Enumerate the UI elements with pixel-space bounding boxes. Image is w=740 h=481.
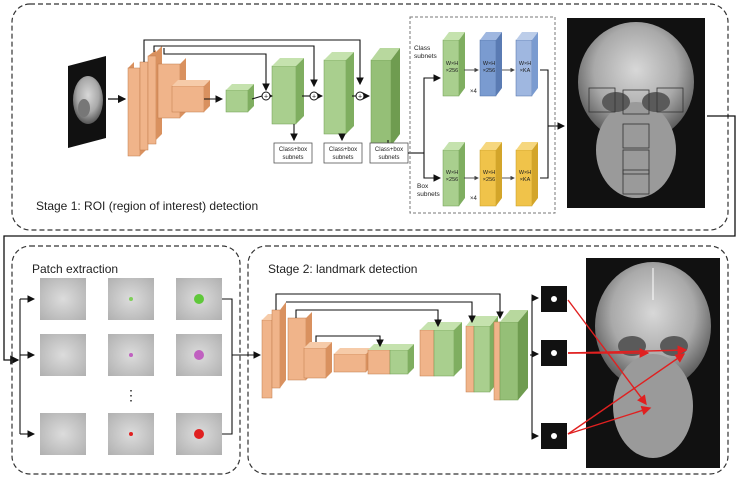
class-subnet-block-2: W×H ×256 — [479, 32, 502, 97]
svg-text:+: + — [312, 94, 316, 101]
svg-text:×256: ×256 — [483, 177, 495, 183]
stage1-frame — [11, 3, 729, 231]
svg-text:W×H: W×H — [446, 61, 458, 67]
patch-extraction-title: Patch extraction — [32, 262, 118, 276]
stage1-skip-connections — [143, 39, 371, 103]
input-xray-image — [68, 56, 106, 148]
heatmap-3 — [541, 423, 567, 449]
class-repeat-label: ×4 — [470, 89, 478, 95]
stage2-title: Stage 2: landmark detection — [268, 262, 417, 276]
svg-text:W×H: W×H — [483, 170, 495, 176]
subnet-detail-panel — [409, 16, 556, 214]
class-subnet-block-3: W×H ×KA — [515, 32, 538, 97]
svg-text:Class+box: Class+box — [375, 147, 403, 153]
patch-extraction-frame — [11, 245, 241, 475]
svg-text:W×H: W×H — [483, 61, 495, 67]
class-subnet-block-1: W×H ×256 — [442, 32, 465, 97]
box-subnet-block-3: W×H ×KA — [515, 142, 538, 207]
stage2-unet — [261, 302, 528, 401]
patch-grid — [40, 278, 222, 455]
svg-text:Class+box: Class+box — [329, 147, 357, 153]
plus-node-2: + — [309, 91, 319, 101]
svg-text:subnets: subnets — [417, 191, 441, 198]
svg-text:×KA: ×KA — [520, 177, 531, 183]
box-subnet-block-2: W×H ×256 — [479, 142, 502, 207]
svg-text:subnets: subnets — [332, 155, 353, 161]
svg-text:×256: ×256 — [446, 177, 458, 183]
box-repeat-label: ×4 — [470, 196, 478, 202]
heatmap-2 — [541, 340, 567, 366]
svg-text:Class+box: Class+box — [279, 147, 307, 153]
stage2-skip-connections — [240, 293, 504, 356]
landmark-output-xray — [586, 258, 720, 468]
class-subnets-label: Class — [414, 45, 431, 52]
landmark-mapping-arrows — [567, 299, 688, 435]
subnet-box-2: Class+box subnets — [323, 142, 363, 164]
svg-text:W×H: W×H — [519, 170, 531, 176]
svg-text:subnets: subnets — [378, 155, 399, 161]
stage1-fpn — [225, 48, 400, 147]
subnet-box-1: Class+box subnets — [273, 142, 313, 164]
svg-text:W×H: W×H — [519, 61, 531, 67]
svg-text:+: + — [264, 94, 268, 101]
stage2-frame — [247, 245, 729, 475]
svg-text:×256: ×256 — [483, 68, 495, 74]
stage1-title: Stage 1: ROI (region of interest) detect… — [36, 199, 258, 213]
svg-text:×256: ×256 — [446, 68, 458, 74]
plus-node-1: + — [261, 91, 271, 101]
ellipsis-vertical: ⋮ — [124, 387, 138, 403]
box-subnets-label: Box — [417, 183, 429, 190]
svg-text:subnets: subnets — [282, 155, 303, 161]
svg-text:+: + — [358, 94, 362, 101]
plus-node-3: + — [355, 91, 365, 101]
svg-text:×KA: ×KA — [520, 68, 531, 74]
roi-output-xray — [567, 18, 705, 208]
svg-text:subnets: subnets — [414, 53, 438, 60]
subnet-box-3: Class+box subnets — [369, 142, 409, 164]
box-subnet-block-1: W×H ×256 — [442, 142, 465, 207]
svg-text:W×H: W×H — [446, 170, 458, 176]
stage1-backbone — [127, 46, 210, 157]
heatmap-1 — [541, 286, 567, 312]
